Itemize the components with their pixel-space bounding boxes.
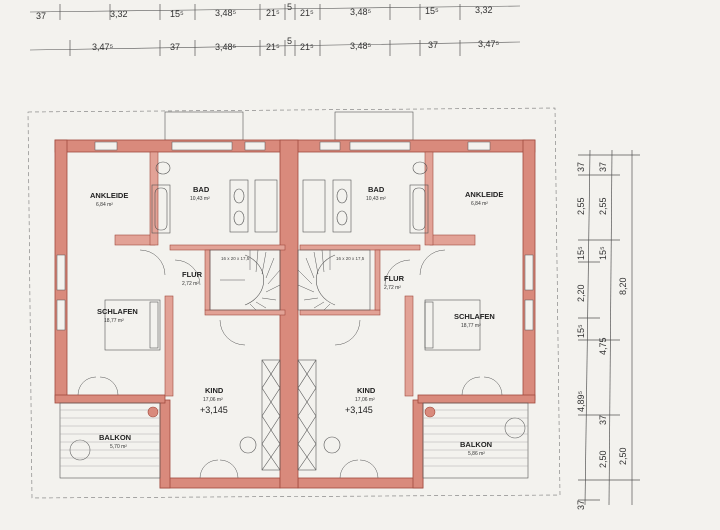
- top-dim-2-6: 3,48⁵: [350, 41, 372, 51]
- right-dim-2-0: 37: [598, 162, 608, 172]
- right-dim-1-7: 2,50: [598, 450, 608, 468]
- room-area: 10,43 m²: [190, 196, 210, 202]
- right-dim-2-2: 15⁵: [598, 246, 608, 260]
- right-dim-2-3: 4,89⁵: [576, 390, 586, 412]
- bed-right: [424, 299, 481, 351]
- interior-walls-left: [114, 151, 286, 397]
- shower-right: [302, 179, 326, 233]
- room-name: ANKLEIDE: [90, 191, 128, 200]
- staircase-right: [297, 249, 371, 311]
- top-dim-1-6: 21⁵: [300, 8, 314, 18]
- top-dim-1-2: 15⁵: [170, 9, 184, 19]
- room-name: ANKLEIDE: [465, 190, 503, 199]
- right-dim-1-3: 2,20: [576, 284, 586, 302]
- top-dim-2-5: 21⁵: [300, 42, 314, 52]
- top-dim-2-0: 3,47⁵: [92, 42, 114, 52]
- top-dim-2-1: 37: [170, 42, 180, 52]
- room-area: 2,72 m²: [384, 285, 401, 291]
- room-area: 17,06 m²: [203, 397, 223, 403]
- right-dim-1-2: 15⁵: [576, 246, 586, 260]
- double-sink-left: [229, 179, 249, 233]
- stair-label-right: 16 x 20 x 17,5: [336, 256, 365, 261]
- double-sink-right: [332, 179, 352, 233]
- room-labels: ANKLEIDE 6,84 m² BAD 10,43 m² BAD 10,43 …: [90, 185, 503, 457]
- cabinet-right: [297, 359, 317, 471]
- room-name: BALKON: [99, 433, 131, 442]
- room-name: FLUR: [384, 274, 405, 283]
- bathtub-right: [409, 184, 429, 234]
- top-dim-1-4: 21⁵: [266, 8, 280, 18]
- cabinet-left: [261, 359, 281, 471]
- top-dimension-lines: 37 3,32 15⁵ 3,48⁵ 21⁵ 5 21⁵ 3,48⁵ 15⁵ 3,…: [29, 2, 521, 56]
- side-windows: [56, 254, 534, 331]
- roof-outline: [27, 107, 561, 499]
- stair-label-left: 16 x 20 x 17,5: [221, 256, 250, 261]
- room-name: SCHLAFEN: [454, 312, 495, 321]
- room-name: FLUR: [182, 270, 203, 279]
- room-area: 18,77 m²: [104, 318, 124, 324]
- right-dimension-text: 37 2,55 15⁵ 2,20 15⁵ 4,75 37 2,50 37 37 …: [576, 162, 628, 510]
- top-dim-2-7: 37: [428, 40, 438, 50]
- top-dim-1-0: 37: [36, 11, 46, 21]
- top-dim-2-4: 5: [287, 36, 292, 46]
- right-dim-1-4: 15⁵: [576, 324, 586, 338]
- room-area: 17,06 m²: [355, 397, 375, 403]
- right-dim-1-6: 37: [598, 415, 608, 425]
- room-name: KIND: [205, 386, 224, 395]
- top-dim-2-3: 21⁵: [266, 42, 280, 52]
- plant-icon: [69, 439, 91, 461]
- top-dim-1-5: 5: [287, 2, 292, 12]
- level-label: +3,145: [200, 405, 228, 415]
- top-windows: [94, 141, 491, 151]
- top-dim-1-3: 3,48⁵: [215, 8, 237, 18]
- room-area: 5,70 m²: [110, 444, 127, 450]
- top-dim-1-9: 3,32: [475, 5, 493, 15]
- room-name: SCHLAFEN: [97, 307, 138, 316]
- room-area: 18,77 m²: [461, 323, 481, 329]
- level-label: +3,145: [345, 405, 373, 415]
- right-dimension-lines: [578, 149, 640, 506]
- room-area: 5,86 m²: [468, 451, 485, 457]
- right-dim-3-0: 8,20: [618, 277, 628, 295]
- door-swings: [77, 249, 503, 479]
- staircase-left: [209, 249, 281, 311]
- shower-left: [254, 179, 278, 233]
- room-area: 6,84 m²: [471, 201, 488, 207]
- room-name: BAD: [193, 185, 210, 194]
- toilet-left: [155, 161, 171, 175]
- top-dim-2-8: 3,47⁵: [478, 39, 500, 49]
- toilet-right: [412, 161, 428, 175]
- right-dim-1-0: 37: [576, 162, 586, 172]
- plant-icon: [504, 417, 526, 439]
- right-dim-1-1: 2,55: [576, 197, 586, 215]
- top-dim-1-7: 3,48⁵: [350, 7, 372, 17]
- right-dim-1-8: 37: [576, 500, 586, 510]
- level-markers: [239, 436, 341, 454]
- balcony-right: [422, 402, 529, 479]
- right-dim-1-5: 4,75: [598, 337, 608, 355]
- balcony-left: [59, 402, 161, 479]
- room-area: 10,43 m²: [366, 196, 386, 202]
- room-area: 2,72 m²: [182, 281, 199, 287]
- room-name: BAD: [368, 185, 385, 194]
- top-dim-2-2: 3,48⁵: [215, 42, 237, 52]
- room-name: BALKON: [460, 440, 492, 449]
- top-dim-1-8: 15⁵: [425, 6, 439, 16]
- right-dim-2-1: 2,55: [598, 197, 608, 215]
- bathtub-left: [151, 184, 171, 234]
- bed-left: [104, 299, 161, 351]
- top-dim-1-1: 3,32: [110, 9, 128, 19]
- room-name: KIND: [357, 386, 376, 395]
- room-area: 6,84 m²: [96, 202, 113, 208]
- right-dim-2-4: 2,50: [618, 447, 628, 465]
